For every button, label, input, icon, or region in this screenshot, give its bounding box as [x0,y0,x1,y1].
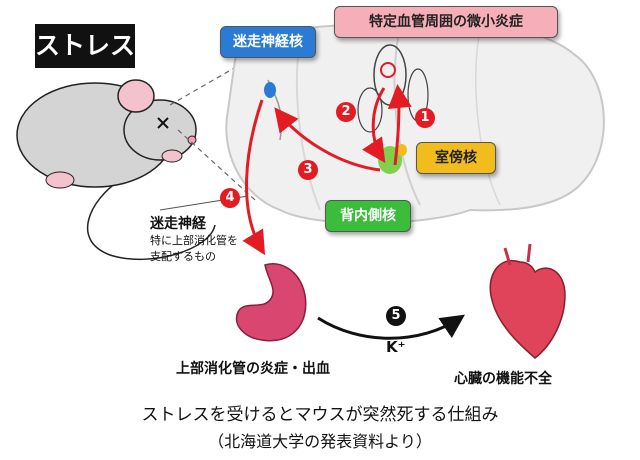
paraventricular-nucleus-box: 室傍核 [416,142,496,174]
mouse-illustration [16,79,216,261]
step-1-marker: 1 [415,108,435,128]
figure-caption: ストレスを受けるとマウスが突然死する仕組み [141,405,499,425]
step-4-marker: 4 [220,188,240,208]
step-2-marker: 2 [336,102,356,122]
vagus-nerve-sublabel: 特に上部消化管を 支配するもの [150,234,238,263]
heart-illustration [489,243,566,359]
potassium-label: K⁺ [386,338,406,356]
stomach-illustration [235,263,307,342]
dorsomedial-nucleus-box: 背内側核 [325,200,411,232]
vagal-nucleus-box: 迷走神経核 [220,26,316,58]
step-3-marker: 3 [298,160,318,180]
figure-source: （北海道大学の発表資料より） [208,432,432,451]
stress-label: ストレス [35,24,135,68]
step-5-marker: 5 [386,306,406,326]
vagus-nerve-label: 迷走神経 [150,216,206,232]
stomach-label: 上部消化管の炎症・出血 [176,361,330,377]
microinflammation-box: 特定血管周囲の微小炎症 [334,6,558,38]
heart-label: 心臓の機能不全 [454,371,552,387]
